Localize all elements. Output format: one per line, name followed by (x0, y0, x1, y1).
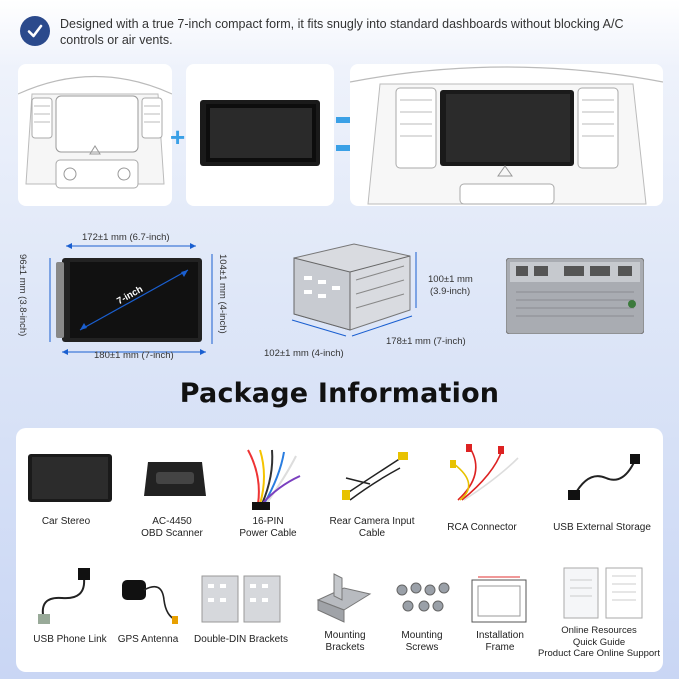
item-label-gps-antenna: GPS Antenna (117, 634, 179, 645)
gps-antenna-image (122, 580, 178, 624)
front-width-label: 172±1 mm (6.7-inch) (82, 232, 170, 243)
installation-frame-image (471, 576, 527, 623)
rca-connector-image (450, 444, 519, 501)
box-height-inch-label: (3.9-inch) (430, 286, 471, 297)
double-din-brackets-image (201, 575, 281, 623)
check-badge-icon (20, 16, 50, 46)
plus-icon: + (170, 122, 186, 152)
front-height-right-label: 104±1 mm (4-inch) (217, 254, 228, 334)
item-label-rca-connector: RCA Connector (447, 522, 517, 533)
item-label-rear-camera-cable: Rear Camera Input Cable (329, 516, 415, 539)
item-label-documents: Online Resources Quick Guide Product Car… (538, 625, 660, 659)
mounting-brackets-image (316, 573, 372, 623)
box-height-value-label: 100±1 mm (428, 274, 473, 285)
item-label-usb-storage: USB External Storage (553, 522, 651, 533)
back-panel-image (506, 258, 644, 334)
package-title: Package Information (179, 378, 500, 409)
front-bottom-width-label: 180±1 mm (7-inch) (94, 350, 174, 361)
item-label-mounting-brackets: Mounting Brackets (324, 630, 366, 653)
feature-note: Designed with a true 7-inch compact form… (20, 14, 670, 54)
mounting-screws-image (396, 582, 450, 612)
box-depth-label: 178±1 mm (7-inch) (386, 336, 466, 347)
rear-camera-cable-image (342, 452, 408, 501)
dashboard-installed-image (350, 64, 663, 206)
usb-storage-cable-image (568, 454, 640, 500)
item-label-installation-frame: Installation Frame (476, 630, 524, 653)
power-cable-image (247, 449, 301, 510)
obd-scanner-image (144, 462, 206, 496)
usb-phone-link-image (38, 568, 90, 624)
dashboard-empty-image (18, 64, 172, 206)
item-label-double-din-brackets: Double-DIN Brackets (194, 634, 288, 645)
stereo-unit-image (186, 64, 334, 206)
item-label-car-stereo: Car Stereo (41, 516, 91, 527)
box-width-label: 102±1 mm (4-inch) (264, 348, 344, 359)
front-height-left-label: 96±1 mm (3.8-inch) (17, 254, 28, 337)
item-label-usb-phone-link: USB Phone Link (33, 634, 107, 645)
documents-image (563, 567, 643, 619)
item-label-mounting-screws: Mounting Screws (401, 630, 443, 653)
front-dimension-drawing (49, 243, 213, 355)
chassis-dimension-drawing (291, 243, 417, 337)
package-contents (16, 428, 663, 672)
car-stereo-image (28, 454, 112, 502)
item-label-obd-scanner: AC-4450 OBD Scanner (141, 516, 203, 539)
item-label-power-cable: 16-PIN Power Cable (239, 516, 297, 539)
feature-note-text: Designed with a true 7-inch compact form… (60, 17, 624, 47)
